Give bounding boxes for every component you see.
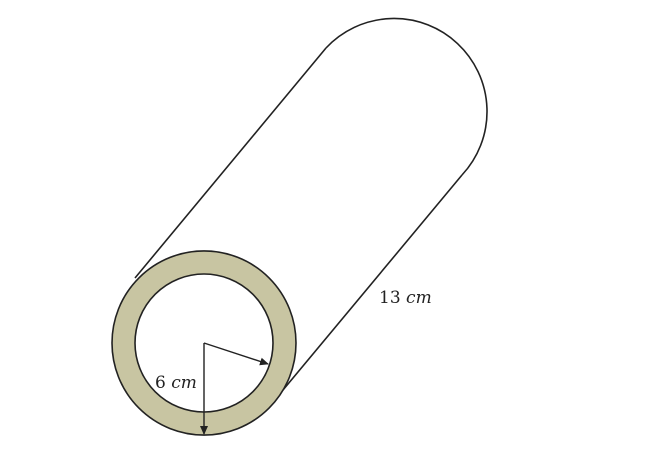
radius-value: 6 bbox=[155, 373, 166, 393]
inner-radius-arrow bbox=[203, 342, 269, 366]
pipe-wall-ring bbox=[111, 250, 297, 436]
radius-unit: cm bbox=[171, 373, 197, 393]
cylinder-bottom-edge bbox=[282, 174, 463, 391]
length-value: 13 bbox=[379, 288, 401, 308]
radius-label: 6 cm bbox=[155, 373, 197, 393]
cylinder-far-end-arc bbox=[325, 17, 488, 176]
cylinder-top-edge bbox=[134, 47, 327, 279]
length-unit: cm bbox=[406, 288, 432, 308]
length-label: 13 cm bbox=[379, 288, 432, 308]
